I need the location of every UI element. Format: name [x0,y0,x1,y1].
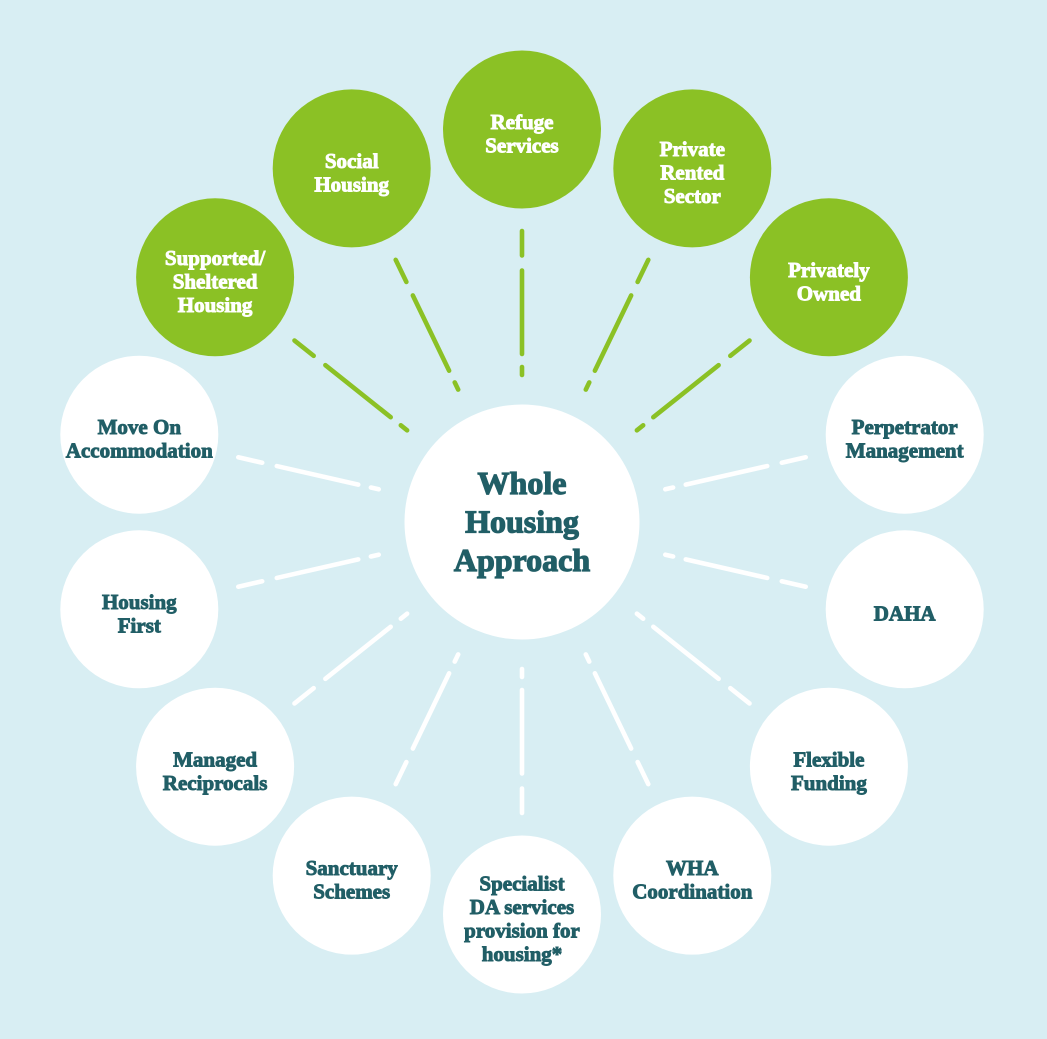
svg-text:Perpetrator: Perpetrator [852,415,958,439]
svg-text:Housing: Housing [178,293,253,317]
svg-text:Schemes: Schemes [313,880,390,904]
svg-text:Reciprocals: Reciprocals [163,771,268,795]
svg-text:Move On: Move On [98,415,182,439]
svg-text:Coordination: Coordination [632,880,753,904]
svg-text:Sector: Sector [664,184,721,208]
svg-text:Social: Social [325,149,379,173]
svg-text:Supported/: Supported/ [165,246,267,270]
svg-text:Managed: Managed [173,747,257,771]
svg-text:Services: Services [485,134,558,158]
svg-text:Approach: Approach [454,542,591,578]
svg-text:Owned: Owned [797,281,862,305]
svg-text:Flexible: Flexible [793,747,864,771]
svg-text:Housing: Housing [314,172,389,196]
svg-text:Rented: Rented [660,161,724,185]
svg-text:First: First [118,613,161,637]
svg-text:Specialist: Specialist [479,872,564,896]
svg-text:Management: Management [846,439,964,463]
svg-text:Funding: Funding [791,771,867,795]
svg-text:Accommodation: Accommodation [66,439,213,463]
svg-text:Housing: Housing [465,504,579,540]
svg-text:WHA: WHA [666,856,719,880]
svg-text:Housing: Housing [102,590,177,614]
svg-text:Sanctuary: Sanctuary [306,856,399,880]
svg-text:provision for: provision for [464,919,580,943]
svg-text:Private: Private [660,137,725,161]
svg-text:Privately: Privately [788,258,870,282]
svg-text:Whole: Whole [478,465,567,501]
svg-text:housing*: housing* [482,942,563,966]
svg-text:DAHA: DAHA [874,602,937,626]
svg-text:DA services: DA services [470,895,574,919]
svg-text:Refuge: Refuge [491,110,554,134]
svg-text:Sheltered: Sheltered [173,270,258,294]
